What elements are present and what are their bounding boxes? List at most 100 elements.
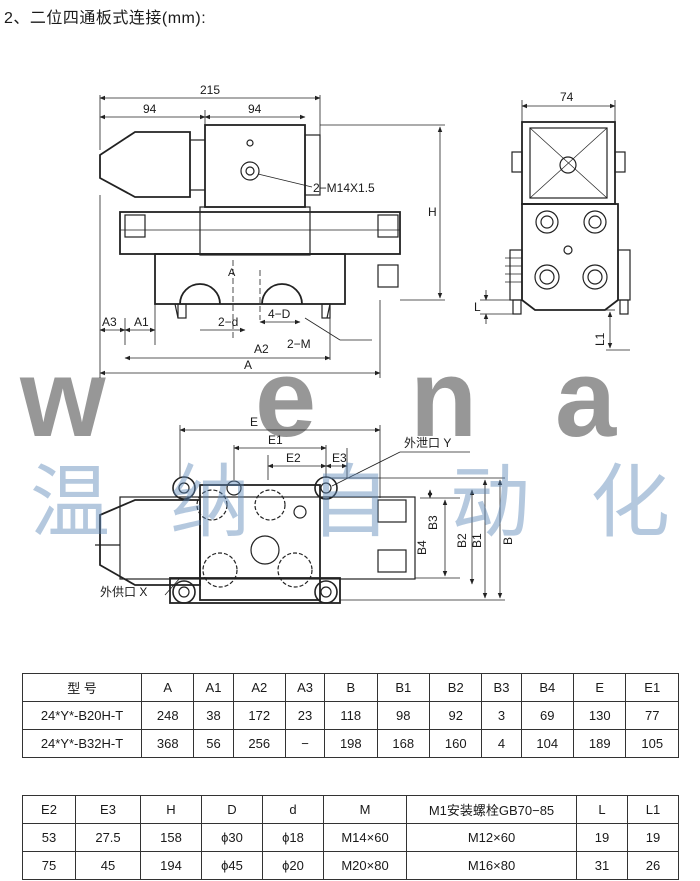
bottom-view	[95, 425, 505, 604]
dim-A1: A1	[134, 315, 149, 329]
table-cell: 19	[576, 823, 628, 852]
table-cell: B4	[520, 673, 575, 702]
table-cell: 45	[75, 851, 141, 880]
dim-2d: 2−d	[218, 315, 238, 329]
table-cell: L1	[627, 795, 679, 824]
dim-E1: E1	[268, 433, 283, 447]
dim-E2: E2	[286, 451, 301, 465]
table-cell: E2	[22, 795, 76, 824]
dim-A3: A3	[102, 315, 117, 329]
table-cell: A	[140, 673, 195, 702]
table-row: 24*Y*-B20H-T 248 38 172 23 118 98 92 3 6…	[22, 701, 679, 730]
table-cell: 198	[324, 729, 378, 758]
table-cell: 189	[572, 729, 627, 758]
table-cell: 38	[193, 701, 234, 730]
table-header-row: 型 号 A A1 A2 A3 B B1 B2 B3 B4 E E1	[22, 673, 679, 702]
table-cell: 4	[481, 729, 522, 758]
table-cell: 53	[22, 823, 76, 852]
dim-E: E	[250, 415, 258, 429]
supply-port-label: 外供口 X	[100, 585, 147, 599]
table-cell: 194	[140, 851, 202, 880]
table-row: 75 45 194 ϕ45 ϕ20 M20×80 M16×80 31 26	[22, 851, 679, 880]
table-cell: −	[284, 729, 326, 758]
spec-table-2: E2 E3 H D d M M1安装螺栓GB70−85 L L1 53 27.5…	[22, 795, 679, 880]
table-cell: 158	[140, 823, 202, 852]
table-cell: 104	[520, 729, 575, 758]
table-cell: 256	[232, 729, 287, 758]
drain-port-label: 外泄口 Y	[404, 436, 451, 450]
table-cell: A2	[232, 673, 287, 702]
dim-4D: 4−D	[268, 307, 291, 321]
table-cell: 98	[376, 701, 431, 730]
table-cell: 130	[572, 701, 627, 730]
table-cell: D	[201, 795, 263, 824]
spec-table-1: 型 号 A A1 A2 A3 B B1 B2 B3 B4 E E1 24*Y*-…	[22, 673, 679, 758]
table-cell: M12×60	[406, 823, 577, 852]
table-cell: 31	[576, 851, 628, 880]
dim-B: B	[501, 537, 515, 545]
table-cell: 24*Y*-B32H-T	[22, 729, 142, 758]
table-cell: ϕ20	[262, 851, 324, 880]
table-cell: ϕ18	[262, 823, 324, 852]
table-cell: 368	[140, 729, 195, 758]
dim-A2: A2	[254, 342, 269, 356]
table-cell: 172	[232, 701, 287, 730]
table-cell: d	[262, 795, 324, 824]
table-row: 53 27.5 158 ϕ30 ϕ18 M14×60 M12×60 19 19	[22, 823, 679, 852]
dim-B2: B2	[455, 533, 469, 548]
table-cell: E3	[75, 795, 141, 824]
table-cell: 168	[376, 729, 431, 758]
table-cell: 105	[625, 729, 679, 758]
table-cell: A1	[193, 673, 234, 702]
table-cell: 3	[481, 701, 522, 730]
table-cell: 56	[193, 729, 234, 758]
table-cell: 23	[284, 701, 326, 730]
table-cell: 75	[22, 851, 76, 880]
table-cell: 92	[428, 701, 483, 730]
table-cell: M16×80	[406, 851, 577, 880]
table-cell: 型 号	[22, 673, 142, 702]
page-title: 2、二位四通板式连接(mm):	[4, 10, 207, 27]
table-cell: 24*Y*-B20H-T	[22, 701, 142, 730]
table-cell: M20×80	[323, 851, 407, 880]
table-cell: M14×60	[323, 823, 407, 852]
table-cell: ϕ45	[201, 851, 263, 880]
table-cell: 26	[627, 851, 679, 880]
table-header-row: E2 E3 H D d M M1安装螺栓GB70−85 L L1	[22, 795, 679, 824]
dim-L: L	[474, 300, 481, 314]
table-cell: ϕ30	[201, 823, 263, 852]
dim-94-right: 94	[248, 102, 262, 116]
table-cell: M	[323, 795, 407, 824]
table-cell: B1	[376, 673, 431, 702]
table-cell: 118	[324, 701, 378, 730]
dim-L1: L1	[593, 332, 607, 346]
port-thread-label: 2−M14X1.5	[313, 181, 375, 195]
dim-2M: 2−M	[287, 337, 311, 351]
table-cell: H	[140, 795, 202, 824]
front-view	[99, 95, 445, 378]
dim-H: H	[428, 205, 437, 219]
table-cell: B2	[428, 673, 483, 702]
dim-B1: B1	[470, 533, 484, 548]
side-view	[480, 100, 631, 351]
table-cell: 27.5	[75, 823, 141, 852]
table-cell: L	[576, 795, 628, 824]
dim-215: 215	[200, 83, 220, 97]
dim-B4: B4	[415, 540, 429, 555]
table-cell: 248	[140, 701, 195, 730]
table-cell: A3	[284, 673, 326, 702]
table-cell: B	[324, 673, 378, 702]
table-cell: M1安装螺栓GB70−85	[406, 795, 577, 824]
dim-A: A	[244, 358, 252, 372]
table-cell: E	[572, 673, 627, 702]
table-cell: B3	[481, 673, 522, 702]
table-cell: 160	[428, 729, 483, 758]
table-cell: 77	[625, 701, 679, 730]
dim-B3: B3	[426, 515, 440, 530]
table-cell: 19	[627, 823, 679, 852]
dim-E3: E3	[332, 451, 347, 465]
table-cell: E1	[625, 673, 679, 702]
section-mark-A: A	[228, 267, 236, 279]
dim-74: 74	[560, 90, 574, 104]
